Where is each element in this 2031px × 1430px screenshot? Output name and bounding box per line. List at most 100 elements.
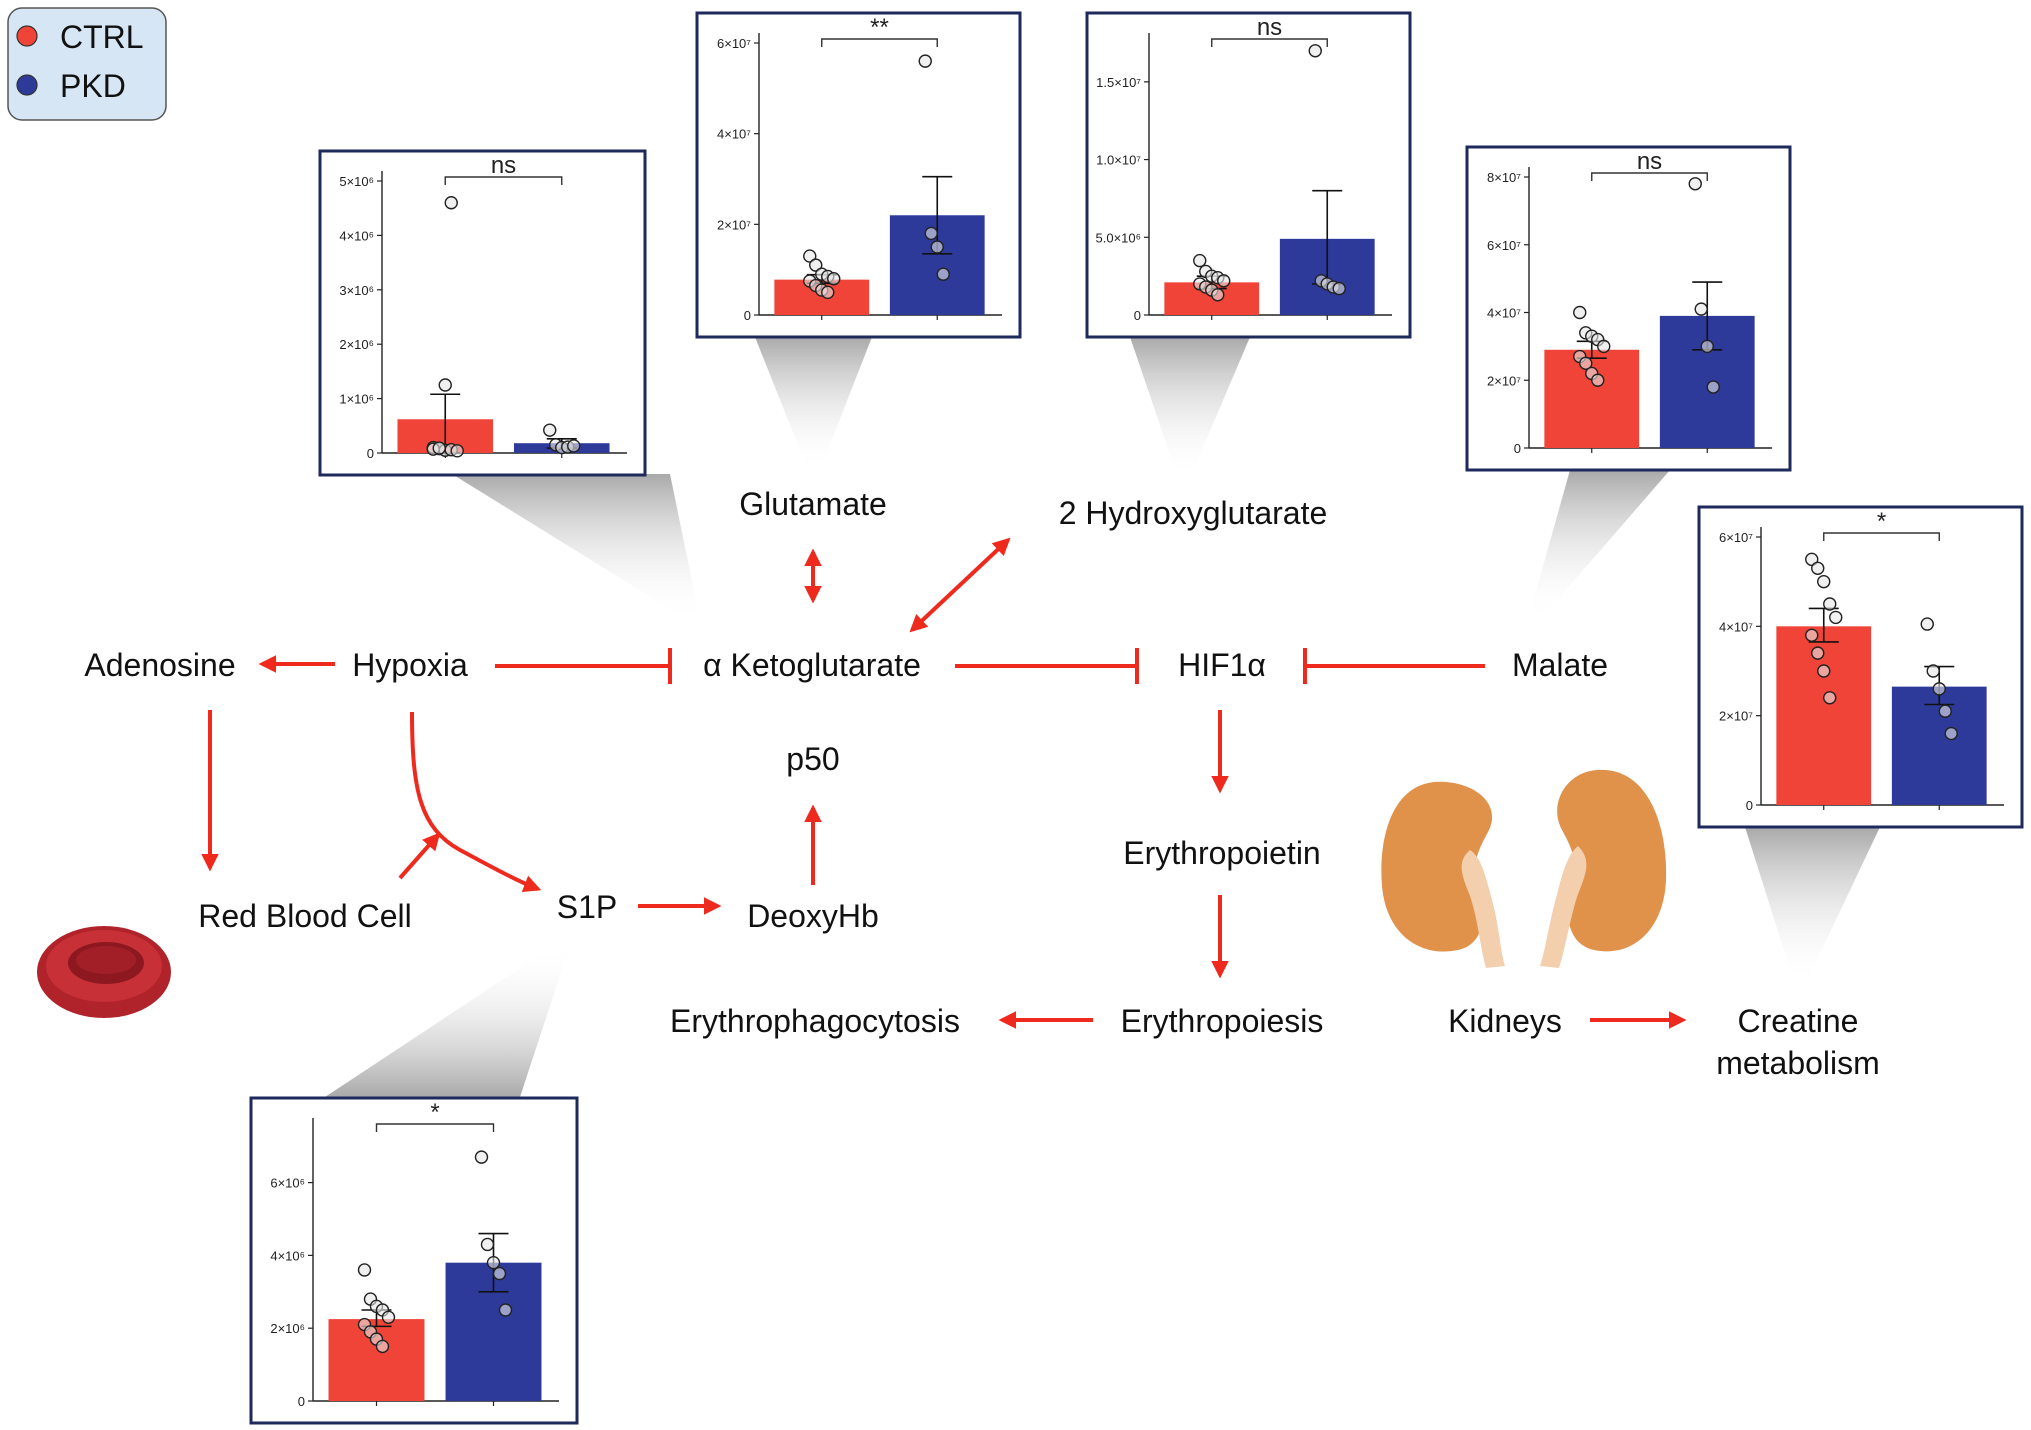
data-point (438, 378, 452, 392)
significance-bracket (1211, 38, 1328, 47)
y-tick-label: 6×10⁷ (1719, 530, 1753, 545)
significance-label: * (430, 1099, 439, 1126)
node-p50: p50 (786, 741, 839, 777)
node-glutamate: Glutamate (739, 486, 887, 522)
node-adenosine: Adenosine (84, 647, 235, 683)
y-tick-label: 4×10⁷ (717, 127, 751, 142)
y-tick-label: 3×10⁶ (339, 283, 374, 298)
cone-s1p (325, 945, 570, 1097)
arrow-rbc-s1p (398, 832, 441, 880)
data-point (492, 1266, 507, 1281)
significance-bracket (1823, 532, 1940, 541)
data-point (930, 240, 944, 254)
cone-hydroxy (1130, 337, 1250, 478)
y-tick-label: 6×10⁶ (270, 1176, 305, 1191)
data-point (486, 1255, 501, 1270)
significance-label: ns (1257, 14, 1282, 41)
data-point (543, 423, 557, 437)
projection-cones (325, 337, 1880, 1097)
data-point (1817, 664, 1831, 678)
y-tick-label: 4×10⁶ (270, 1248, 305, 1263)
data-point (444, 196, 458, 210)
data-point (1829, 610, 1843, 625)
data-point (1332, 281, 1346, 296)
node-erythrophago: Erythrophagocytosis (670, 1003, 960, 1039)
significance-label: ** (870, 14, 889, 41)
data-point (809, 258, 823, 272)
node-epo: Erythropoietin (1123, 835, 1320, 871)
y-tick-label: 4×10⁷ (1719, 619, 1753, 634)
data-point (480, 1237, 495, 1252)
data-point (1700, 339, 1714, 354)
data-point (1805, 628, 1819, 642)
node-creatine-line1: Creatine (1738, 1003, 1859, 1039)
data-point (1193, 253, 1207, 268)
data-point (1579, 356, 1593, 371)
data-point (918, 54, 932, 68)
data-point (498, 1303, 513, 1317)
data-point (1211, 288, 1225, 302)
pathway-nodes: Adenosine Hypoxia α Ketoglutarate HIF1α … (84, 486, 1879, 1081)
data-point (1817, 574, 1831, 589)
node-erythropoiesis: Erythropoiesis (1121, 1003, 1324, 1039)
red-blood-cell-icon (37, 926, 171, 1018)
data-point (1823, 597, 1837, 611)
data-point (936, 267, 950, 281)
y-tick-label: 0 (1746, 798, 1753, 813)
cone-malate (1528, 470, 1670, 620)
y-tick-label: 5.0×10⁶ (1096, 230, 1141, 245)
data-point (821, 285, 835, 300)
node-s1p: S1P (557, 889, 617, 925)
data-point (1938, 704, 1952, 718)
data-point (1811, 561, 1825, 575)
cone-glutamate (755, 337, 872, 470)
y-tick-label: 4×10⁶ (339, 228, 374, 243)
data-point (1706, 380, 1720, 394)
y-tick-label: 0 (1134, 308, 1141, 323)
data-point (1932, 682, 1946, 696)
data-point (924, 226, 938, 241)
legend-ctrl-swatch (16, 25, 38, 47)
data-point (1823, 691, 1837, 705)
significance-label: * (1877, 508, 1886, 535)
y-tick-label: 1.0×10⁷ (1096, 153, 1141, 168)
significance-bracket (821, 38, 938, 47)
data-point (1920, 617, 1934, 631)
arrow-aketo-hydroxy (909, 537, 1011, 633)
legend-pkd-label: PKD (60, 68, 126, 104)
node-aketo: α Ketoglutarate (703, 647, 921, 683)
node-malate: Malate (1512, 647, 1608, 683)
y-tick-label: 2×10⁷ (1487, 373, 1521, 388)
y-tick-label: 6×10⁷ (717, 36, 751, 51)
data-point (1694, 302, 1708, 316)
data-point (1811, 646, 1825, 660)
data-point (1597, 339, 1611, 354)
cone-creatine (1745, 827, 1880, 985)
legend-box (7, 7, 167, 121)
data-point (567, 439, 581, 453)
node-kidneys: Kidneys (1448, 1003, 1562, 1039)
data-point (375, 1339, 390, 1354)
y-tick-label: 2×10⁶ (270, 1321, 305, 1336)
legend: CTRL PKD (7, 7, 167, 121)
node-rbc: Red Blood Cell (198, 898, 411, 934)
y-tick-label: 2×10⁷ (717, 217, 751, 232)
connectors (201, 537, 1687, 1029)
node-hypoxia: Hypoxia (352, 647, 468, 683)
legend-ctrl-label: CTRL (60, 19, 144, 55)
data-point (1217, 274, 1231, 288)
significance-bracket (444, 176, 563, 185)
y-tick-label: 2×10⁶ (339, 337, 374, 352)
y-tick-label: 0 (744, 308, 751, 323)
y-tick-label: 0 (367, 446, 374, 461)
data-point (450, 444, 464, 458)
significance-label: ns (1637, 148, 1662, 175)
chart-panel-glutamate: 0 2×10⁷ 4×10⁷ 6×10⁷ ** (695, 11, 1022, 339)
node-deoxyhb: DeoxyHb (747, 898, 879, 934)
cone-adenosine (452, 474, 700, 620)
